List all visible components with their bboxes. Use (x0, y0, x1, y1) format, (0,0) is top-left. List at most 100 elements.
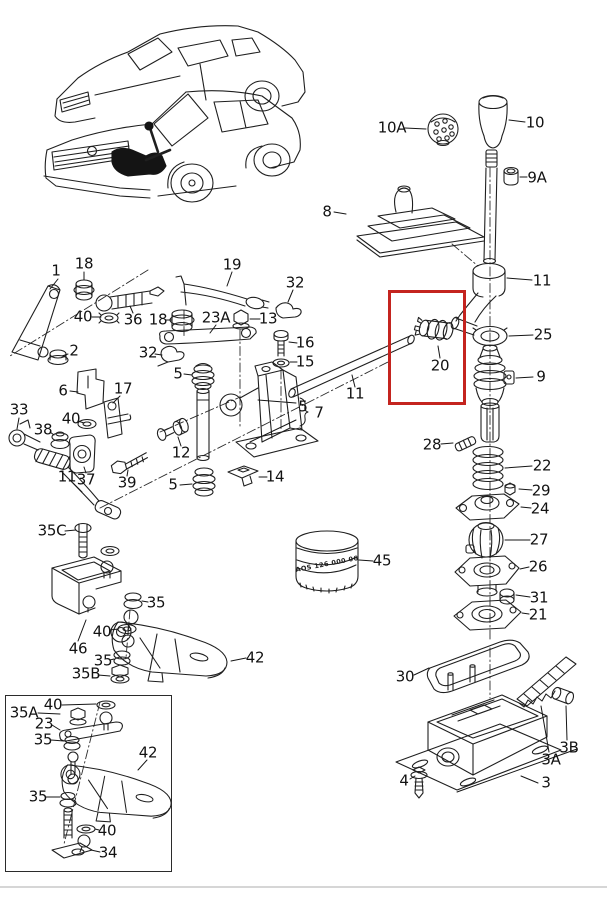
rod-11-lower (61, 466, 122, 520)
part-label-18[interactable]: 18 (148, 310, 168, 329)
part-label-27[interactable]: 27 (529, 530, 549, 549)
part-label-21[interactable]: 21 (528, 605, 548, 624)
part-label-19[interactable]: 19 (222, 255, 242, 274)
part-label-11[interactable]: 11 (345, 384, 365, 403)
ball-cage-27 (465, 521, 504, 559)
part-label-1[interactable]: 1 (51, 261, 61, 280)
bushing-2 (47, 349, 69, 366)
car-illustration (43, 25, 306, 203)
bracket-1 (11, 284, 61, 361)
gasket-30 (426, 639, 530, 694)
part-label-30[interactable]: 30 (395, 667, 415, 686)
shaft-lower (480, 402, 500, 443)
part-label-3B[interactable]: 3B (559, 738, 579, 757)
part-label-42[interactable]: 42 (138, 743, 158, 762)
tower-bracket-7 (219, 361, 319, 458)
part-label-40[interactable]: 40 (92, 622, 112, 641)
part-label-23[interactable]: 23 (34, 714, 54, 733)
ball-joint-33 (8, 419, 71, 470)
golfball-knob-10a (427, 113, 459, 147)
part-label-46[interactable]: 46 (68, 639, 88, 658)
part-label-35A[interactable]: 35A (9, 703, 39, 722)
part-label-22[interactable]: 22 (532, 456, 552, 475)
part-label-15[interactable]: 15 (295, 352, 315, 371)
nut-29 (504, 482, 516, 496)
part-label-8[interactable]: 8 (322, 202, 332, 221)
part-label-35B[interactable]: 35B (71, 664, 101, 683)
part-label-35[interactable]: 35 (146, 593, 166, 612)
plate-21 (453, 599, 522, 631)
part-label-11[interactable]: 11 (57, 467, 77, 486)
part-label-10[interactable]: 10 (525, 113, 545, 132)
part-label-3A[interactable]: 3A (541, 750, 561, 769)
shift-boot-8 (356, 185, 485, 258)
part-label-34[interactable]: 34 (98, 843, 118, 862)
part-label-5[interactable]: 5 (168, 475, 178, 494)
plate-24 (455, 493, 520, 521)
part-label-35[interactable]: 35 (28, 787, 48, 806)
part-label-28[interactable]: 28 (422, 435, 442, 454)
part-label-39[interactable]: 39 (117, 473, 137, 492)
washer-40-2 (77, 418, 97, 430)
clip-plate-14 (227, 465, 259, 487)
cap-9a (503, 166, 519, 186)
part-label-2[interactable]: 2 (69, 341, 79, 360)
part-label-40[interactable]: 40 (43, 695, 63, 714)
part-label-45[interactable]: 45 (372, 551, 392, 570)
part-label-35[interactable]: 35 (33, 730, 53, 749)
bracket-46 (51, 556, 122, 615)
part-label-33[interactable]: 33 (9, 400, 29, 419)
part-label-25[interactable]: 25 (533, 325, 553, 344)
bushing-31 (499, 588, 515, 605)
part-label-26[interactable]: 26 (528, 557, 548, 576)
part-label-37[interactable]: 37 (76, 470, 96, 489)
screw-4 (410, 766, 428, 799)
spring-pin-28 (454, 436, 477, 452)
part-label-35[interactable]: 35 (93, 651, 113, 670)
part-label-24[interactable]: 24 (530, 499, 550, 518)
part-label-3[interactable]: 3 (541, 773, 551, 792)
part-label-9A[interactable]: 9A (527, 168, 547, 187)
part-label-11[interactable]: 11 (532, 271, 552, 290)
part-label-40[interactable]: 40 (73, 307, 93, 326)
part-label-5[interactable]: 5 (173, 364, 183, 383)
part-label-35C[interactable]: 35C (37, 521, 67, 540)
clip-32-right (275, 302, 302, 319)
part-label-32[interactable]: 32 (285, 273, 305, 292)
bushing-35-left (113, 650, 131, 666)
part-label-17[interactable]: 17 (113, 379, 133, 398)
part-label-40[interactable]: 40 (97, 821, 117, 840)
part-label-7[interactable]: 7 (314, 403, 324, 422)
nut-13 (232, 309, 250, 330)
part-label-14[interactable]: 14 (265, 467, 285, 486)
part-label-23A[interactable]: 23A (201, 308, 231, 327)
part-label-31[interactable]: 31 (529, 588, 549, 607)
inset-box (5, 695, 172, 872)
part-label-38[interactable]: 38 (33, 420, 53, 439)
bushing-18-left (73, 279, 95, 301)
gate-3a (516, 656, 577, 708)
part-label-20[interactable]: 20 (430, 356, 450, 375)
bolt-12 (156, 417, 189, 441)
part-label-12[interactable]: 12 (171, 443, 191, 462)
bracket-42 (110, 621, 228, 683)
part-label-40[interactable]: 40 (61, 409, 81, 428)
part-label-4[interactable]: 4 (399, 771, 409, 790)
part-label-42[interactable]: 42 (245, 648, 265, 667)
coupling-20 (413, 316, 454, 341)
part-label-16[interactable]: 16 (295, 333, 315, 352)
part-label-6[interactable]: 6 (58, 381, 68, 400)
bushing-35-right (123, 592, 143, 610)
part-label-13[interactable]: 13 (258, 309, 278, 328)
part-label-36[interactable]: 36 (123, 310, 143, 329)
part-label-32[interactable]: 32 (138, 343, 158, 362)
part-label-5[interactable]: 5 (298, 397, 308, 416)
part-label-10A[interactable]: 10A (377, 118, 407, 137)
bushing-5-bottom (192, 467, 216, 497)
clip-32-left (157, 345, 185, 367)
part-label-29[interactable]: 29 (531, 481, 551, 500)
part-label-18[interactable]: 18 (74, 254, 94, 273)
part-label-9[interactable]: 9 (536, 367, 546, 386)
